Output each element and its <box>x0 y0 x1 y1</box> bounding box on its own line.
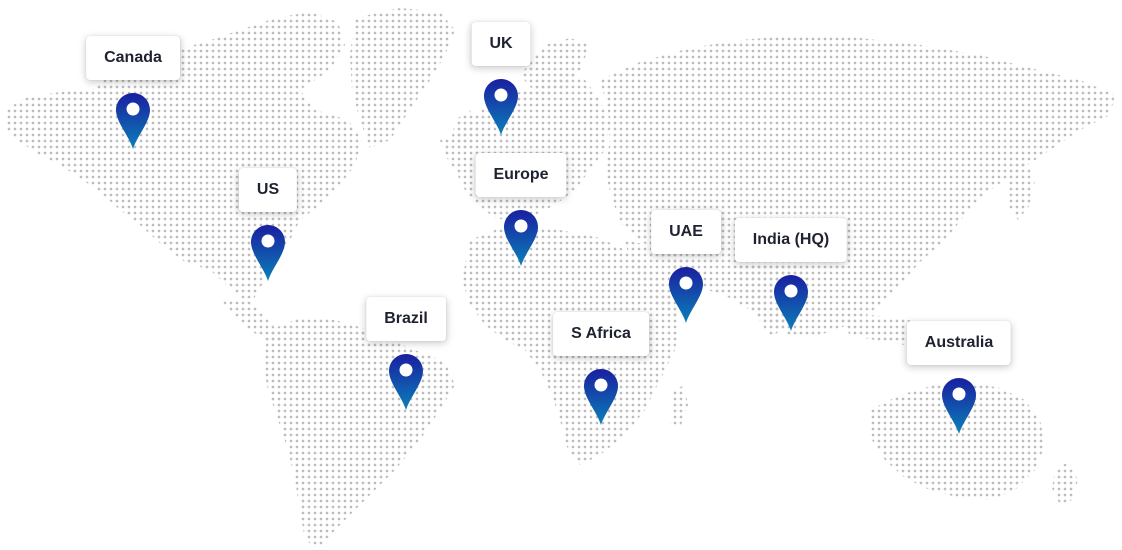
map-pin-icon[interactable] <box>773 274 809 332</box>
australia-landmass <box>870 382 1045 500</box>
south-america-landmass <box>262 318 455 548</box>
location-label-india-hq[interactable]: India (HQ) <box>734 218 848 262</box>
map-pin-icon[interactable] <box>250 224 286 282</box>
location-label-us[interactable]: US <box>238 168 298 212</box>
madagascar-landmass <box>670 385 688 428</box>
map-pin-icon[interactable] <box>941 377 977 435</box>
location-label-canada[interactable]: Canada <box>86 36 180 80</box>
map-pin-icon[interactable] <box>583 368 619 426</box>
central-america-landmass <box>220 298 282 342</box>
uk-landmass <box>452 110 478 150</box>
asia-landmass <box>600 35 1115 338</box>
map-pin-icon[interactable] <box>483 78 519 136</box>
location-label-s-africa[interactable]: S Africa <box>553 312 649 356</box>
location-label-uk[interactable]: UK <box>471 22 531 66</box>
location-label-europe[interactable]: Europe <box>475 153 567 197</box>
location-label-australia[interactable]: Australia <box>906 321 1012 365</box>
north-america-landmass <box>5 12 362 305</box>
location-label-uae[interactable]: UAE <box>651 210 721 254</box>
japan-landmass <box>1008 160 1035 220</box>
map-pin-icon[interactable] <box>503 209 539 267</box>
map-pin-icon[interactable] <box>668 266 704 324</box>
greenland-landmass <box>350 8 455 148</box>
location-label-brazil[interactable]: Brazil <box>366 297 446 341</box>
new-zealand-landmass <box>1052 462 1078 505</box>
land-masses <box>5 8 1115 548</box>
map-pin-icon[interactable] <box>388 353 424 411</box>
map-pin-icon[interactable] <box>115 92 151 150</box>
scandinavia-landmass <box>520 38 590 98</box>
